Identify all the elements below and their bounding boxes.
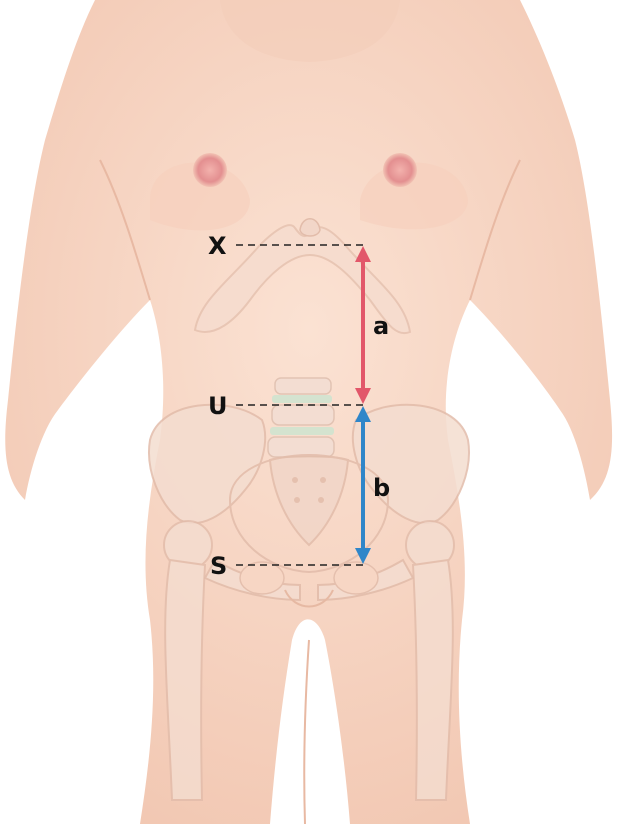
nipple-right bbox=[383, 153, 417, 187]
label-u: U bbox=[208, 392, 228, 420]
label-b: b bbox=[373, 474, 390, 502]
nipple-left bbox=[193, 153, 227, 187]
lumbar-spine bbox=[268, 378, 334, 457]
label-a: a bbox=[373, 312, 389, 340]
label-x: X bbox=[208, 232, 227, 260]
label-s: S bbox=[210, 552, 227, 580]
xiphoid-process bbox=[300, 219, 320, 236]
